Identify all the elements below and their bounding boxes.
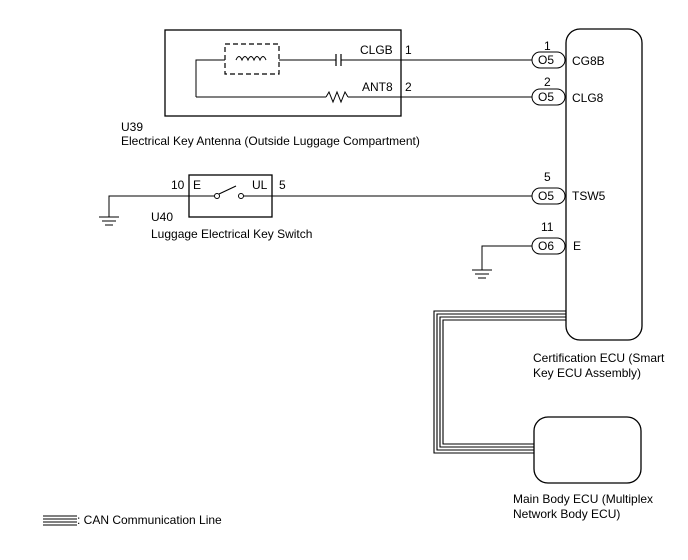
can-line xyxy=(433,310,566,454)
main-body-ecu-name-1: Main Body ECU (Multiplex xyxy=(513,492,653,506)
switch-left-label: E xyxy=(193,178,201,192)
switch-left-pin: 10 xyxy=(171,178,185,192)
antenna-pin-2: 2 xyxy=(405,80,412,94)
switch-right-label: UL xyxy=(252,178,268,192)
ecu-terminal-5: 5 O5 TSW5 xyxy=(531,170,606,205)
svg-text:O6: O6 xyxy=(538,239,554,253)
certification-ecu-name-1: Certification ECU (Smart xyxy=(533,351,665,365)
antenna-signal-1: CLGB xyxy=(360,43,393,57)
antenna-pin-1: 1 xyxy=(405,43,412,57)
coil-dashed-box xyxy=(224,43,280,75)
main-body-ecu-name-2: Network Body ECU) xyxy=(513,507,620,521)
ecu-terminal-1: 1 O5 CG8B xyxy=(531,39,605,69)
svg-text:O5: O5 xyxy=(538,90,554,104)
antenna-signal-2: ANT8 xyxy=(362,80,393,94)
switch-right-pin: 5 xyxy=(279,178,286,192)
switch-lever-icon xyxy=(218,185,237,195)
antenna-wire-top xyxy=(195,59,225,97)
antenna-code: U39 xyxy=(121,120,143,134)
can-line-legend-label: : CAN Communication Line xyxy=(77,513,222,527)
ecu-ground-wire xyxy=(481,245,532,270)
certification-ecu-name-2: Key ECU Assembly) xyxy=(533,366,641,380)
switch-name: Luggage Electrical Key Switch xyxy=(151,227,312,241)
antenna-name: Electrical Key Antenna (Outside Luggage … xyxy=(121,134,420,148)
main-body-ecu-box xyxy=(533,416,642,484)
ecu-terminal-11: 11 O6 E xyxy=(531,220,581,255)
switch-code: U40 xyxy=(151,210,173,224)
antenna-box xyxy=(164,29,402,117)
certification-ecu-box xyxy=(565,28,643,341)
svg-text:CG8B: CG8B xyxy=(572,54,605,68)
svg-text:E: E xyxy=(573,239,581,253)
ecu-terminal-2: 2 O5 CLG8 xyxy=(531,75,604,106)
coil-icon xyxy=(235,56,267,62)
svg-text:2: 2 xyxy=(544,75,551,89)
svg-text:1: 1 xyxy=(544,39,551,53)
resistor-icon xyxy=(325,90,349,104)
switch-contact-right xyxy=(238,193,244,199)
can-line-legend-icon xyxy=(43,515,77,526)
svg-text:O5: O5 xyxy=(538,53,554,67)
ecu-ground-icon xyxy=(472,269,492,279)
switch-ground-wire xyxy=(108,195,189,217)
svg-text:5: 5 xyxy=(544,170,551,184)
switch-contact-left xyxy=(214,193,220,199)
svg-text:11: 11 xyxy=(541,220,554,234)
svg-text:TSW5: TSW5 xyxy=(572,189,606,203)
switch-ground-icon xyxy=(99,216,119,226)
svg-text:CLG8: CLG8 xyxy=(572,91,604,105)
svg-text:O5: O5 xyxy=(538,189,554,203)
